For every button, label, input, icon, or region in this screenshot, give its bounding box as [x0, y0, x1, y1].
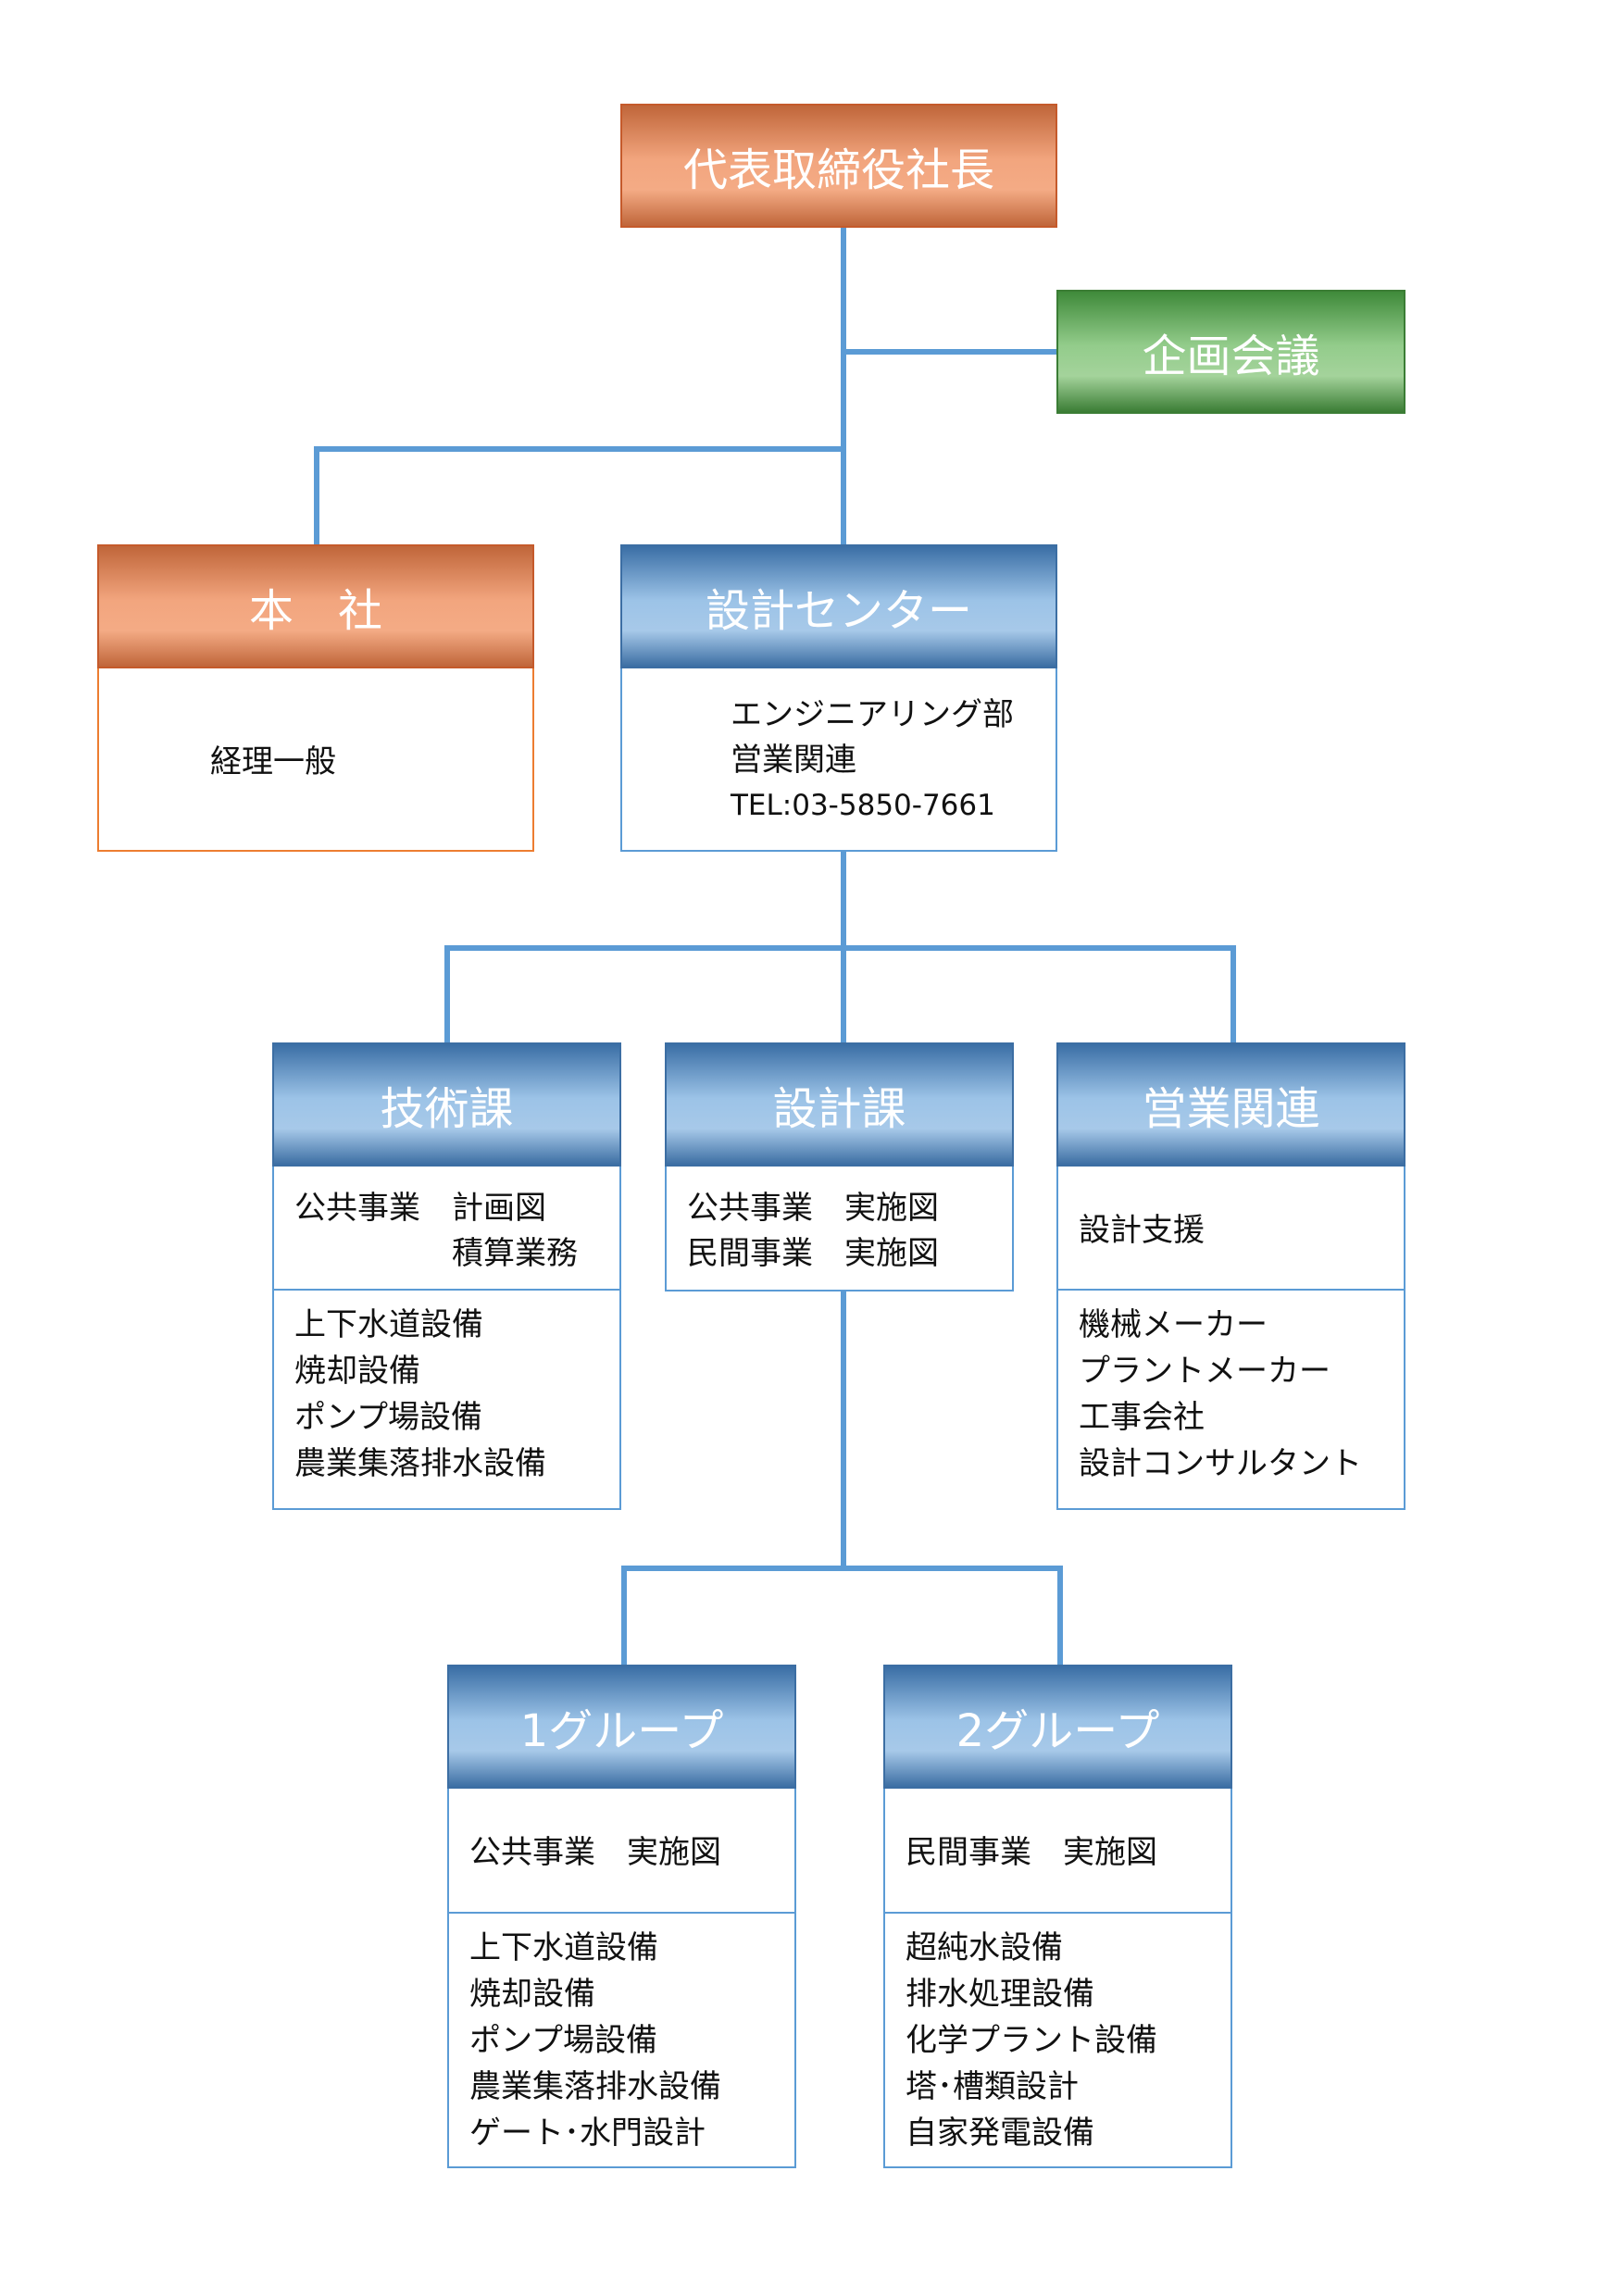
connector-group1 — [621, 1566, 627, 1666]
sales-bottom-line-1: 機械メーカー — [1079, 1306, 1268, 1343]
design-header: 設計課 — [665, 1042, 1014, 1167]
tech-bottom-body: 上下水道設備 焼却設備 ポンプ場設備 農業集落排水設備 — [272, 1289, 621, 1510]
tech-header: 技術課 — [272, 1042, 621, 1167]
group1-bottom-line-1: 上下水道設備 — [469, 1929, 658, 1966]
sales-bottom-body: 機械メーカー プラントメーカー 工事会社 設計コンサルタント — [1056, 1289, 1405, 1510]
sales-header: 営業関連 — [1056, 1042, 1405, 1167]
design-center-phone: TEL:03-5850-7661 — [731, 789, 995, 822]
head-office-header: 本 社 — [97, 544, 534, 668]
sales-top-line-1: 設計支援 — [1079, 1212, 1205, 1249]
group2-bottom-line-3: 化学プラント設備 — [906, 2022, 1157, 2059]
group1-header: 1グループ — [447, 1665, 796, 1789]
planning-meeting-box: 企画会議 — [1056, 290, 1405, 414]
group1-bottom-body: 上下水道設備 焼却設備 ポンプ場設備 農業集落排水設備 ゲート･水門設計 — [447, 1912, 796, 2168]
group1-title: 1グループ — [519, 1705, 724, 1757]
sales-title: 営業関連 — [1142, 1083, 1320, 1135]
group2-bottom-line-1: 超純水設備 — [906, 1929, 1063, 1966]
tech-top-body: 公共事業 計画図 積算業務 — [272, 1165, 621, 1292]
president-title: 代表取締役社長 — [682, 144, 994, 196]
tech-bottom-line-1: 上下水道設備 — [294, 1306, 483, 1343]
design-top-body: 公共事業 実施図 民間事業 実施図 — [665, 1165, 1014, 1292]
connector-president-vertical — [841, 228, 846, 545]
group1-top-line-1: 公共事業 実施図 — [469, 1834, 721, 1871]
head-office-title: 本 社 — [248, 585, 382, 637]
group2-top-body: 民間事業 実施図 — [883, 1787, 1232, 1915]
design-top-line-1: 公共事業 実施図 — [687, 1190, 939, 1227]
president-box: 代表取締役社長 — [620, 104, 1057, 228]
sales-bottom-line-2: プラントメーカー — [1079, 1353, 1330, 1390]
connector-design-down — [841, 1289, 846, 1571]
design-title: 設計課 — [772, 1083, 906, 1135]
connector-level3-horizontal — [444, 945, 1236, 951]
connector-level4-horizontal — [621, 1566, 1063, 1571]
group2-bottom-line-4: 塔･槽類設計 — [906, 2068, 1079, 2105]
group2-title: 2グループ — [956, 1705, 1160, 1757]
design-center-title: 設計センター — [705, 585, 972, 637]
head-office-body: 経理一般 — [97, 667, 534, 852]
group2-bottom-body: 超純水設備 排水処理設備 化学プラント設備 塔･槽類設計 自家発電設備 — [883, 1912, 1232, 2168]
group1-bottom-line-3: ポンプ場設備 — [469, 2022, 657, 2059]
connector-level2-horizontal — [314, 446, 846, 452]
sales-top-body: 設計支援 — [1056, 1165, 1405, 1292]
group2-bottom-line-2: 排水処理設備 — [906, 1976, 1094, 2013]
design-center-header: 設計センター — [620, 544, 1057, 668]
tech-bottom-line-2: 焼却設備 — [294, 1353, 420, 1390]
connector-head-office — [314, 446, 319, 545]
group1-top-body: 公共事業 実施図 — [447, 1787, 796, 1915]
group2-bottom-line-5: 自家発電設備 — [906, 2115, 1094, 2152]
head-office-line: 経理一般 — [210, 743, 336, 780]
group2-header: 2グループ — [883, 1665, 1232, 1789]
sales-bottom-line-3: 工事会社 — [1079, 1399, 1205, 1436]
tech-bottom-line-3: ポンプ場設備 — [294, 1399, 482, 1436]
group1-bottom-line-5: ゲート･水門設計 — [469, 2115, 706, 2152]
sales-bottom-line-4: 設計コンサルタント — [1079, 1445, 1362, 1482]
connector-planning — [841, 349, 1059, 355]
group1-bottom-line-2: 焼却設備 — [469, 1976, 595, 2013]
connector-sales — [1230, 945, 1236, 1044]
connector-tech — [444, 945, 450, 1044]
tech-top-line-2: 積算業務 — [294, 1235, 578, 1272]
tech-top-line-1: 公共事業 計画図 — [294, 1190, 546, 1227]
design-center-line-2: 営業関連 — [731, 742, 856, 779]
tech-title: 技術課 — [380, 1083, 514, 1135]
design-center-line-1: エンジニアリング部 — [731, 696, 1014, 733]
connector-group2 — [1057, 1566, 1063, 1666]
group1-bottom-line-4: 農業集落排水設備 — [469, 2068, 721, 2105]
design-center-body: エンジニアリング部 営業関連 TEL:03-5850-7661 — [620, 667, 1057, 852]
design-top-line-2: 民間事業 実施図 — [687, 1235, 939, 1272]
group2-top-line-1: 民間事業 実施図 — [906, 1834, 1157, 1871]
tech-bottom-line-4: 農業集落排水設備 — [294, 1445, 546, 1482]
planning-meeting-title: 企画会議 — [1142, 331, 1320, 382]
